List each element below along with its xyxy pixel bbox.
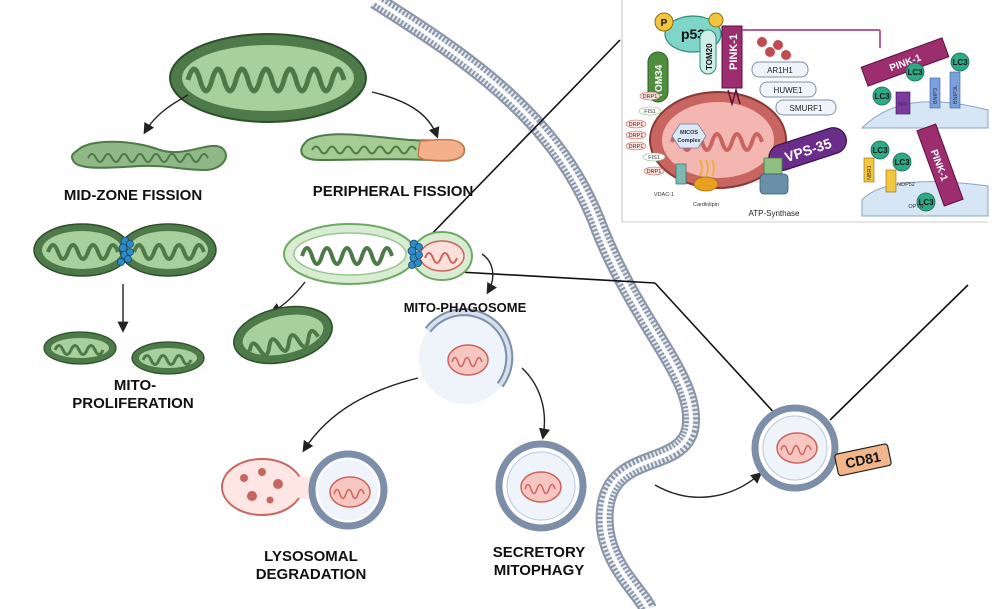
mito-phagosome: [419, 308, 514, 404]
svg-text:LC3: LC3: [894, 158, 910, 167]
label-mito-proliferation-line2: PROLIFERATION: [72, 395, 194, 412]
fission-ring-mid: [117, 236, 134, 266]
svg-text:NIX: NIX: [898, 102, 908, 108]
cell-membrane: [370, 0, 701, 609]
mitochondrion-dividing-peripheral: [283, 223, 473, 285]
label-mid-zone-fission: MID-ZONE FISSION: [63, 187, 203, 204]
label-mito-phagosome: MITO-PHAGOSOME: [403, 300, 527, 315]
svg-text:DRP1: DRP1: [629, 122, 644, 128]
svg-text:MICOS: MICOS: [680, 130, 698, 136]
svg-text:FIS1: FIS1: [644, 109, 656, 115]
ubiquitin-chain: [757, 37, 791, 60]
tom20-protein: TOM20: [699, 29, 717, 75]
svg-text:DRP1: DRP1: [629, 144, 644, 150]
smurf1-label: SMURF1: [790, 104, 823, 113]
inset-panel: p53 P TOM34 TOM20 PINK-1: [621, 0, 989, 223]
cd81-tag: CD81: [834, 443, 892, 477]
vdac1-channel: VDAC-1: [654, 163, 687, 198]
mitochondrion-healthy: [233, 305, 333, 365]
svg-text:LC3: LC3: [952, 58, 968, 67]
label-lysosomal-line2: DEGRADATION: [255, 566, 367, 583]
svg-text:FIS1: FIS1: [648, 155, 660, 161]
label-lysosomal-line1: LYSOSOMAL: [264, 548, 358, 565]
label-secretory-line1: SECRETORY: [492, 544, 586, 561]
svg-text:BNIP3L: BNIP3L: [953, 85, 959, 104]
mitochondrion-peripheral: [300, 133, 466, 162]
svg-text:BNIP3: BNIP3: [933, 88, 939, 104]
svg-text:LC3: LC3: [907, 68, 923, 77]
inset-subpanel-top: PINK-1 LC3 LC3 LC3 NIX BNIP3 BNIP3L: [860, 37, 989, 129]
atp-synthase: ATP-Synthase: [749, 157, 801, 218]
mitochondria-daughters: [43, 331, 205, 375]
autolysosome: [221, 450, 388, 530]
atp-synthase-label: ATP-Synthase: [749, 209, 801, 218]
svg-text:LC3: LC3: [874, 92, 890, 101]
svg-text:DRP1: DRP1: [629, 133, 644, 139]
mitochondrion-large: [169, 33, 367, 123]
svg-text:NBR1: NBR1: [867, 165, 873, 180]
pink1-protein: PINK-1: [721, 25, 743, 107]
svg-text:DRP1: DRP1: [643, 94, 658, 100]
tom34-protein: TOM34: [647, 51, 669, 103]
vps35-protein: VPS-35: [768, 127, 847, 171]
svg-text:Complex: Complex: [677, 138, 701, 144]
tom20-label: TOM20: [705, 43, 714, 70]
label-mito-proliferation-line1: MITO-: [113, 377, 157, 394]
phospho-label: P: [661, 18, 668, 29]
pink1-label: PINK-1: [728, 34, 740, 70]
svg-text:LC3: LC3: [918, 198, 934, 207]
huwe1-label: HUWE1: [774, 86, 803, 95]
ar1h1-label: AR1H1: [767, 66, 793, 75]
micos-complex: MICOS Complex: [671, 123, 707, 149]
svg-text:OPTN: OPTN: [908, 204, 923, 210]
svg-text:LC3: LC3: [872, 146, 888, 155]
mitochondrion-dividing-mid: [33, 223, 217, 277]
drp1-fis1-cluster: DRP1 FIS1 DRP1 DRP1 DRP1 FIS1 DRP1: [625, 91, 666, 176]
svg-text:NDP52: NDP52: [897, 182, 915, 188]
tom34-label: TOM34: [654, 64, 665, 98]
secretory-vesicle: [495, 440, 587, 532]
e3-ligases: AR1H1 HUWE1 SMURF1: [751, 61, 837, 116]
inset-subpanel-bottom: PINK-1 LC3 LC3 LC3 NBR1 NDP52 OPTN: [861, 123, 989, 217]
svg-text:DRP1: DRP1: [647, 169, 662, 175]
fission-ring-peripheral: [407, 239, 423, 269]
label-peripheral-fission: PERIPHERAL FISSION: [312, 183, 474, 200]
mitochondrion-elongated: [70, 140, 227, 172]
svg-text:Cardiolipin: Cardiolipin: [693, 202, 719, 208]
label-secretory-line2: MITOPHAGY: [493, 562, 585, 579]
cd81-label: CD81: [844, 448, 883, 471]
exosome: [751, 404, 839, 492]
cardiolipin: Cardiolipin: [693, 159, 719, 208]
p53-label: p53: [681, 26, 705, 42]
svg-text:VDAC-1: VDAC-1: [654, 192, 674, 198]
